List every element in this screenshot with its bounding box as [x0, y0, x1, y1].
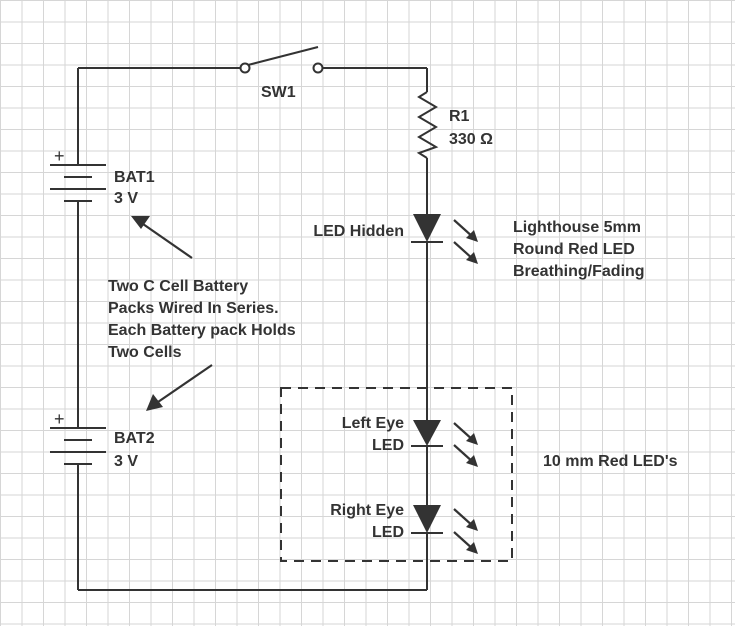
switch-lever — [247, 46, 319, 66]
lighthouse-note-line3: Breathing/Fading — [513, 263, 645, 280]
bat2-plus-sign: + — [54, 409, 65, 429]
battery-note-line1: Two C Cell Battery — [108, 278, 248, 295]
resistor-r1: R1 330 Ω — [416, 91, 493, 159]
battery-note-line2: Packs Wired In Series. — [108, 300, 279, 317]
led-right-label-line1: Right Eye — [330, 502, 404, 519]
led-left-light-arrows — [453, 422, 478, 467]
resistor-name: R1 — [449, 108, 470, 125]
lighthouse-note-line2: Round Red LED — [513, 241, 635, 258]
bat1-voltage: 3 V — [114, 190, 138, 207]
bat2-name: BAT2 — [114, 430, 155, 447]
battery-note: Two C Cell Battery Packs Wired In Series… — [108, 216, 296, 411]
switch-terminal-left — [239, 62, 251, 74]
led-right-eye: Right Eye LED — [330, 502, 478, 554]
led-hidden-triangle — [413, 214, 441, 242]
pointer-arrow-to-bat1 — [131, 216, 193, 259]
pointer-arrow-to-bat2 — [146, 364, 213, 411]
bat1-plus-sign: + — [54, 146, 65, 166]
switch-terminal-right — [312, 62, 324, 74]
eye-leds-dashed-box — [280, 387, 513, 562]
switch-label: SW1 — [261, 84, 296, 101]
battery-bat1: + BAT1 3 V — [50, 146, 155, 207]
resistor-value: 330 Ω — [449, 131, 493, 148]
led-hidden-label: LED Hidden — [313, 223, 404, 240]
eye-leds-note: 10 mm Red LED's — [543, 453, 678, 470]
led-right-label-line2: LED — [372, 524, 404, 541]
lighthouse-note: Lighthouse 5mm Round Red LED Breathing/F… — [513, 219, 645, 280]
led-left-triangle — [413, 420, 441, 446]
circuit-wires — [77, 67, 428, 591]
switch-sw1: SW1 — [239, 46, 324, 101]
led-right-light-arrows — [453, 508, 478, 554]
led-hidden: LED Hidden — [313, 214, 478, 264]
bat2-voltage: 3 V — [114, 453, 138, 470]
led-left-eye: Left Eye LED — [342, 415, 478, 467]
led-right-triangle — [413, 505, 441, 533]
battery-bat2: + BAT2 3 V — [50, 409, 155, 470]
battery-note-line3: Each Battery pack Holds — [108, 322, 296, 339]
lighthouse-note-line1: Lighthouse 5mm — [513, 219, 641, 236]
led-hidden-light-arrows — [453, 219, 478, 264]
bat1-name: BAT1 — [114, 169, 155, 186]
battery-note-line4: Two Cells — [108, 344, 182, 361]
led-left-label-line2: LED — [372, 437, 404, 454]
resistor-zigzag — [416, 91, 439, 159]
led-left-label-line1: Left Eye — [342, 415, 404, 432]
